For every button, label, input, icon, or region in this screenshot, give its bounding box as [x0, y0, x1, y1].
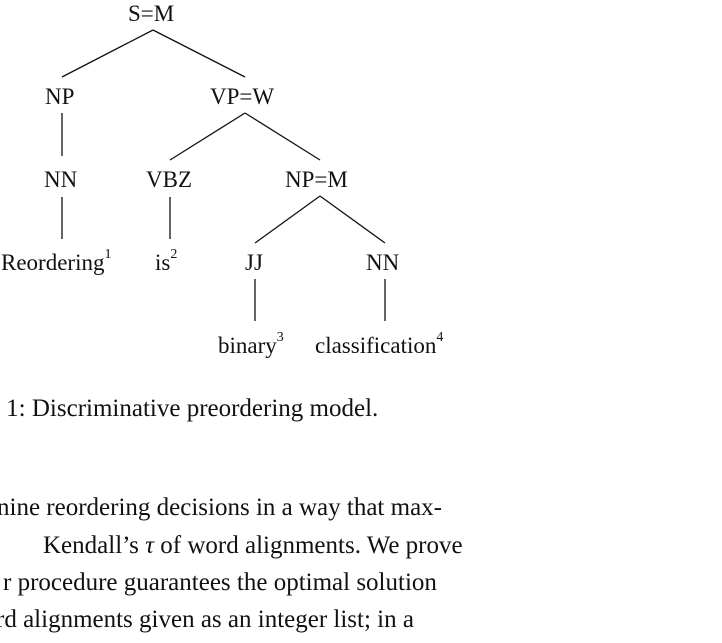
body-line: nine reordering decisions in a way that …	[0, 494, 442, 521]
leaf-word: binary	[218, 333, 277, 358]
leaf-is: is2	[155, 248, 177, 275]
edge-s-vp	[152, 29, 246, 78]
edge-s-np	[61, 29, 154, 78]
node-jj: JJ	[245, 250, 263, 275]
leaf-word: is	[155, 250, 171, 275]
leaf-classification: classification4	[315, 331, 443, 358]
leaf-index: 1	[104, 247, 112, 263]
leaf-index: 3	[276, 330, 284, 346]
node-nn-2: NN	[366, 250, 400, 275]
node-vbz: VBZ	[146, 167, 192, 192]
body-line: rd alignments given as an integer list; …	[0, 606, 414, 633]
body-text-segment: Kendall’s	[43, 532, 146, 559]
edge-np2-jj	[254, 195, 321, 244]
leaf-reordering: Reordering1	[1, 248, 111, 275]
edge-vp-np2	[244, 112, 321, 161]
leaf-word: Reordering	[1, 250, 105, 275]
leaf-index: 4	[436, 330, 444, 346]
edge-vp-vbz	[169, 112, 246, 161]
leaf-index: 2	[170, 247, 178, 263]
edge-np2-nn	[319, 195, 386, 244]
leaf-binary: binary3	[218, 331, 284, 358]
tau-symbol: τ	[145, 532, 155, 559]
body-text-segment: of word alignments. We prove	[154, 532, 463, 559]
node-vp-w: VP=W	[210, 84, 275, 109]
node-nn: NN	[44, 167, 78, 192]
leaf-word: classification	[315, 333, 437, 358]
node-s-m: S=M	[128, 1, 175, 26]
node-np-m: NP=M	[285, 167, 348, 192]
body-line: r procedure guarantees the optimal solut…	[3, 569, 437, 596]
figure-caption: ure 1: Discriminative preordering model.	[0, 395, 379, 422]
body-line: Kendall’s τ of word alignments. We prove	[43, 533, 463, 558]
node-np: NP	[45, 84, 75, 109]
